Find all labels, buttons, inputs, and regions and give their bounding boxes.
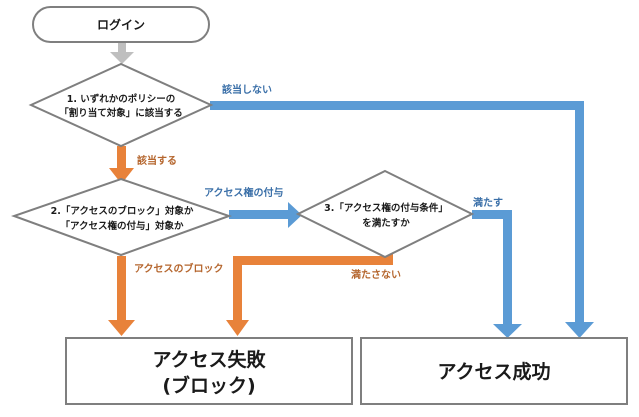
edge-d3-yes bbox=[472, 210, 522, 338]
success-box: アクセス成功 bbox=[360, 337, 628, 405]
fail-box-line-2: (ブロック) bbox=[162, 374, 255, 397]
edge-label-d1-no: 該当しない bbox=[222, 83, 272, 96]
success-box-label: アクセス成功 bbox=[437, 360, 550, 383]
edge-label-d2-grant: アクセス権の付与 bbox=[204, 186, 284, 199]
decision-3-line-2: を満たすか bbox=[362, 217, 410, 229]
edge-d1-no bbox=[210, 101, 594, 338]
fail-box: アクセス失敗 (ブロック) bbox=[65, 337, 353, 405]
edge-label-d1-yes: 該当する bbox=[137, 154, 177, 167]
login-node: ログイン bbox=[32, 6, 210, 43]
edge-d1-yes bbox=[109, 146, 134, 184]
edge-d2-block bbox=[108, 256, 135, 336]
decision-2-line-1: 2.「アクセスのブロック」対象か bbox=[51, 205, 194, 217]
login-label: ログイン bbox=[97, 17, 145, 32]
decision-2-line-2: 「アクセス権の付与」対象か bbox=[60, 220, 184, 232]
decision-3-line-1: 3.「アクセス権の付与条件」 bbox=[324, 202, 448, 214]
edge-label-d2-block: アクセスのブロック bbox=[134, 262, 224, 275]
decision-1-line-1: 1. いずれかのポリシーの bbox=[67, 93, 176, 105]
fail-box-line-1: アクセス失敗 bbox=[152, 348, 266, 371]
decision-2: 2.「アクセスのブロック」対象か 「アクセス権の付与」対象か bbox=[11, 177, 233, 257]
edge-login-to-d1 bbox=[110, 42, 134, 64]
edge-d2-grant bbox=[229, 202, 302, 228]
decision-3: 3.「アクセス権の付与条件」 を満たすか bbox=[295, 169, 475, 259]
decision-1-line-2: 「割り当て対象」に該当する bbox=[59, 107, 183, 119]
edge-label-d3-no: 満たさない bbox=[351, 268, 401, 281]
edge-label-d3-yes: 満たす bbox=[473, 196, 503, 209]
edge-d3-no bbox=[226, 243, 393, 336]
decision-1: 1. いずれかのポリシーの 「割り当て対象」に該当する bbox=[28, 62, 214, 148]
